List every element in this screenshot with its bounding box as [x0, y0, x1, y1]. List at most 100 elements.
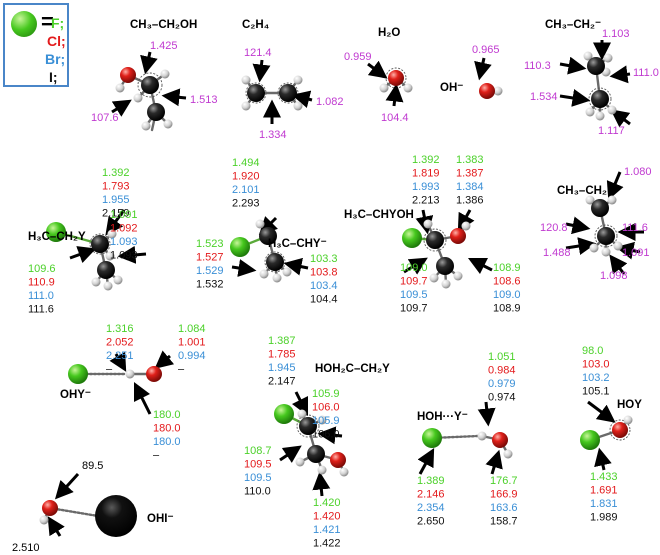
- hydrogen-atom: [295, 457, 305, 467]
- value-label: 1.392: [412, 154, 440, 166]
- value-label: –: [153, 450, 160, 462]
- value-label: 1.093: [110, 236, 138, 248]
- hydrogen-atom: [595, 111, 605, 121]
- value-label: 1.092: [110, 223, 138, 235]
- carbon-atom: [266, 253, 284, 271]
- angle-arc: [594, 224, 618, 248]
- hydrogen-atom: [583, 51, 593, 61]
- molecule-title: H₃C–CHYOH: [344, 209, 414, 221]
- hydrogen-atom: [601, 247, 611, 257]
- arrow: [279, 445, 302, 463]
- value-label: 2.159: [102, 208, 130, 220]
- hydrogen-atom: [39, 515, 49, 525]
- hydrogen-atom: [133, 93, 143, 103]
- oxygen-atom: [42, 500, 58, 516]
- value-label: 180.0: [153, 409, 181, 421]
- value-label: 1.420: [313, 497, 341, 509]
- legend-f: F;: [51, 15, 65, 31]
- value-label: 108.9: [493, 262, 521, 274]
- value-label: 2.251: [106, 350, 134, 362]
- arrow: [231, 259, 257, 277]
- arrow: [559, 56, 587, 75]
- value-label: 180.0: [153, 423, 181, 435]
- value-label: 1.091: [110, 209, 138, 221]
- arrow: [565, 237, 597, 255]
- value-label: 1.316: [106, 323, 134, 335]
- hydrogen-atom: [603, 53, 613, 63]
- value-label: 1.529: [196, 265, 224, 277]
- hydrogen-atom: [589, 243, 599, 253]
- value-label: 111.0: [28, 290, 54, 302]
- value-label: 109.0: [493, 289, 521, 301]
- oxygen-atom: [450, 228, 466, 244]
- value-label: 1.993: [412, 181, 440, 193]
- value-label: 108.6: [493, 276, 521, 288]
- halogen-atom: [402, 228, 422, 248]
- arrow: [117, 245, 147, 264]
- value-label: 1.384: [456, 181, 484, 193]
- bond-length-label: 1.091: [622, 247, 650, 259]
- value-label: 1.387: [456, 168, 484, 180]
- bond-angle-label: 121.4: [244, 47, 272, 59]
- molecule-title: CH₃–CH₂⁻: [545, 19, 601, 31]
- value-label: 1.387: [268, 335, 296, 347]
- hydrogen-atom: [255, 219, 265, 229]
- value-label: 2.146: [417, 489, 445, 501]
- value-label: 1.691: [590, 485, 618, 497]
- hydrogen-atom: [113, 275, 123, 285]
- arrow: [385, 83, 404, 107]
- value-label: –: [178, 364, 185, 376]
- arrow: [291, 391, 309, 417]
- value-label: 1.093: [110, 250, 138, 262]
- hydrogen-atom: [259, 269, 269, 279]
- molecule-title: C₂H₄: [242, 19, 269, 31]
- value-label: 180.0: [153, 436, 181, 448]
- value-label: 1.523: [196, 238, 224, 250]
- oxygen-atom: [330, 452, 346, 468]
- value-label: 2.147: [268, 376, 296, 388]
- molecule-title: H₃C–CHY⁻: [268, 238, 327, 250]
- iodine-atom: [95, 495, 137, 537]
- arrow: [403, 257, 428, 275]
- molecule-title: H₂O: [378, 27, 400, 39]
- molecule-title: CH₃–CH₂OH: [130, 19, 197, 31]
- arrow: [609, 254, 628, 275]
- value-label: 2.052: [106, 337, 134, 349]
- arrow: [291, 90, 313, 109]
- carbon-atom: [591, 199, 609, 217]
- hydrogen-atom: [613, 241, 623, 251]
- value-label: 103.0: [582, 359, 610, 371]
- value-label: 109.0: [400, 262, 428, 274]
- legend-cl: Cl;: [47, 33, 66, 49]
- value-label: 104.4: [310, 294, 338, 306]
- halogen-atom: [422, 428, 442, 448]
- value-label: 1.819: [412, 168, 440, 180]
- carbon-atom: [141, 76, 159, 94]
- value-label: 1.831: [590, 498, 618, 510]
- value-label: 1.527: [196, 252, 224, 264]
- bond-length-label: 1.117: [598, 125, 625, 137]
- value-label: 108.7: [244, 445, 272, 457]
- hydrogen-atom: [105, 251, 115, 261]
- value-label: 109.6: [28, 263, 56, 275]
- oxygen-atom: [388, 70, 404, 86]
- hydrogen-atom: [477, 431, 487, 441]
- molecule-title: OHY⁻: [60, 389, 91, 401]
- halogen-atom: [580, 430, 600, 450]
- halogen-atom: [68, 364, 88, 384]
- hydrogen-atom: [272, 273, 282, 283]
- bond-length-label: 0.965: [472, 44, 500, 56]
- hydrogen-atom: [317, 465, 327, 475]
- arrow: [559, 89, 591, 107]
- value-label: 108.9: [493, 303, 521, 315]
- arrow: [606, 171, 624, 201]
- arrow: [252, 59, 271, 83]
- arrow: [54, 472, 80, 500]
- value-label: 158.7: [490, 516, 518, 528]
- value-label: 1.421: [313, 524, 341, 536]
- hydrogen-atom: [241, 101, 251, 111]
- value-label: 1.920: [232, 171, 260, 183]
- bond-length-label: 1.513: [190, 94, 218, 106]
- bond-angle-label: 107.6: [91, 112, 119, 124]
- oxygen-atom: [479, 83, 495, 99]
